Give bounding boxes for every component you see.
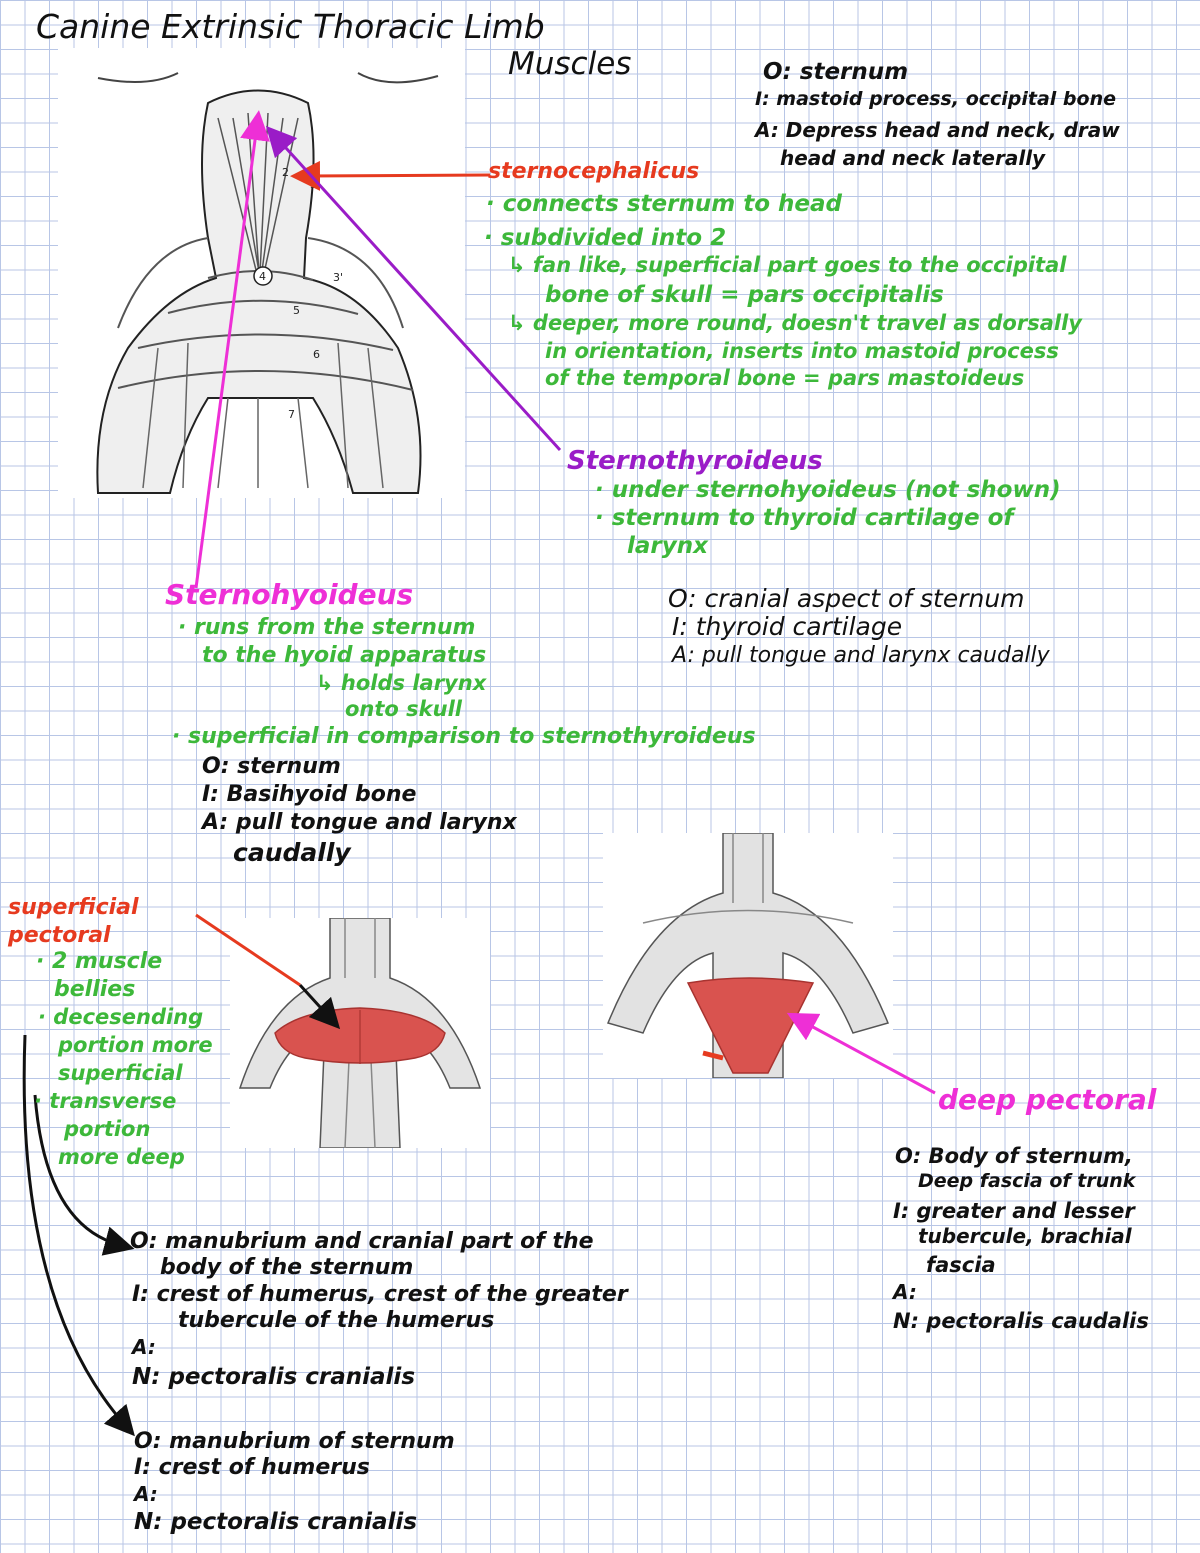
deep-pectoral-insertion-cont2: fascia bbox=[926, 1253, 996, 1277]
sternothyroideus-arrow bbox=[265, 125, 562, 452]
deep-pectoral-arrow bbox=[786, 1012, 936, 1095]
sternocephalicus-action-cont: head and neck laterally bbox=[780, 146, 1046, 170]
deep-pectoral-action: A: bbox=[893, 1280, 917, 1304]
deep-pectoral-label: deep pectoral bbox=[938, 1083, 1157, 1116]
sternocephalicus-origin: O: sternum bbox=[763, 59, 909, 85]
sternohyoideus-action-cont: caudally bbox=[233, 838, 351, 867]
deep-pectoral-illustration bbox=[603, 833, 893, 1078]
sternohyoideus-origin: O: sternum bbox=[202, 754, 341, 779]
page-title-line2: Muscles bbox=[508, 46, 632, 82]
superficial-pectoral-note-7: portion bbox=[64, 1117, 151, 1141]
figure-number-7: 7 bbox=[288, 408, 295, 421]
sternohyoideus-action: A: pull tongue and larynx bbox=[202, 810, 517, 835]
descending-insertion-cont: tubercule of the humerus bbox=[178, 1308, 495, 1333]
superficial-pectoral-note-6: · transverse bbox=[34, 1089, 177, 1113]
deep-pectoral-nomenclature: N: pectoralis caudalis bbox=[893, 1309, 1149, 1333]
sternothyroideus-insertion: I: thyroid cartilage bbox=[672, 612, 903, 641]
superficial-pectoral-note-2: bellies bbox=[54, 977, 136, 1002]
neck-muscle-illustration: 2 3 4 3' 5 6 7 bbox=[58, 48, 465, 498]
transverse-insertion: I: crest of humerus bbox=[134, 1455, 370, 1480]
sternothyroideus-note-3: larynx bbox=[627, 533, 708, 559]
sternohyoideus-note-5: · superficial in comparison to sternothy… bbox=[172, 724, 756, 749]
sternocephalicus-note-2: · subdivided into 2 bbox=[484, 225, 727, 251]
superficial-pectoral-note-1: · 2 muscle bbox=[36, 949, 163, 974]
deep-pectoral-origin: O: Body of sternum, bbox=[895, 1144, 1133, 1168]
sternocephalicus-arrow bbox=[290, 160, 491, 191]
sternothyroideus-note-2: · sternum to thyroid cartilage of bbox=[595, 505, 1014, 531]
superficial-pectoral-label-line2: pectoral bbox=[8, 923, 111, 948]
figure-number-2: 2 bbox=[282, 166, 289, 179]
figure-number-6: 6 bbox=[313, 348, 320, 361]
sternohyoideus-arrow bbox=[194, 110, 270, 589]
sternohyoideus-note-2: to the hyoid apparatus bbox=[202, 643, 487, 668]
figure-number-3-prime: 3' bbox=[333, 271, 343, 284]
transverse-origin: O: manubrium of sternum bbox=[134, 1429, 455, 1454]
descending-origin-cont: body of the sternum bbox=[160, 1255, 414, 1280]
sternocephalicus-label: sternocephalicus bbox=[488, 159, 700, 184]
sternohyoideus-label: Sternohyoideus bbox=[165, 578, 414, 611]
descending-origin: O: manubrium and cranial part of the bbox=[130, 1229, 594, 1254]
superficial-pectoral-note-5: superficial bbox=[58, 1061, 183, 1085]
sternocephalicus-note-3: ↳ fan like, superficial part goes to the… bbox=[508, 253, 1067, 277]
sternocephalicus-insertion: I: mastoid process, occipital bone bbox=[755, 88, 1116, 110]
superficial-pectoral-note-3: · decesending bbox=[38, 1005, 204, 1029]
descending-nomenclature: N: pectoralis cranialis bbox=[132, 1364, 416, 1390]
sternohyoideus-note-4: onto skull bbox=[345, 697, 462, 721]
deep-pectoral-origin-cont: Deep fascia of trunk bbox=[918, 1170, 1136, 1192]
sternothyroideus-action: A: pull tongue and larynx caudally bbox=[672, 643, 1050, 668]
figure-number-5: 5 bbox=[293, 304, 300, 317]
descending-portion-bracket bbox=[33, 1094, 135, 1256]
page-title: Canine Extrinsic Thoracic Limb bbox=[36, 7, 545, 46]
transverse-action: A: bbox=[134, 1482, 158, 1506]
sternothyroideus-origin: O: cranial aspect of sternum bbox=[668, 584, 1025, 613]
sternothyroideus-label: Sternothyroideus bbox=[567, 446, 823, 476]
figure-number-4: 4 bbox=[259, 270, 266, 283]
superficial-pectoral-label: superficial bbox=[8, 895, 139, 920]
sternohyoideus-insertion: I: Basihyoid bone bbox=[202, 782, 417, 807]
superficial-pectoral-note-8: more deep bbox=[58, 1145, 185, 1169]
sternocephalicus-action: A: Depress head and neck, draw bbox=[755, 118, 1120, 142]
superficial-pectoral-red-arrow bbox=[195, 913, 301, 987]
sternocephalicus-note-5: ↳ deeper, more round, doesn't travel as … bbox=[508, 311, 1082, 335]
transverse-nomenclature: N: pectoralis cranialis bbox=[134, 1509, 418, 1535]
deep-pectoral-insertion-cont: tubercule, brachial bbox=[918, 1224, 1132, 1248]
sternocephalicus-note-7: of the temporal bone = pars mastoideus bbox=[545, 366, 1025, 390]
superficial-pectoral-note-4: portion more bbox=[58, 1033, 213, 1057]
superficial-pectoral-black-arrow bbox=[298, 983, 341, 1030]
sternocephalicus-note-4: bone of skull = pars occipitalis bbox=[545, 282, 944, 308]
deep-pectoral-muscle bbox=[686, 977, 815, 1074]
descending-insertion: I: crest of humerus, crest of the greate… bbox=[132, 1282, 628, 1307]
sternothyroideus-note-1: · under sternohyoideus (not shown) bbox=[595, 477, 1061, 503]
sternohyoideus-note-3: ↳ holds larynx bbox=[316, 671, 487, 695]
superficial-pectoral-illustration bbox=[230, 918, 490, 1148]
transverse-portion-bracket bbox=[22, 1034, 135, 1437]
sternocephalicus-note-6: in orientation, inserts into mastoid pro… bbox=[545, 339, 1059, 363]
sternocephalicus-note-1: · connects sternum to head bbox=[486, 191, 842, 217]
descending-action: A: bbox=[132, 1335, 156, 1359]
sternohyoideus-note-1: · runs from the sternum bbox=[178, 615, 476, 640]
deep-pectoral-insertion: I: greater and lesser bbox=[893, 1199, 1135, 1223]
